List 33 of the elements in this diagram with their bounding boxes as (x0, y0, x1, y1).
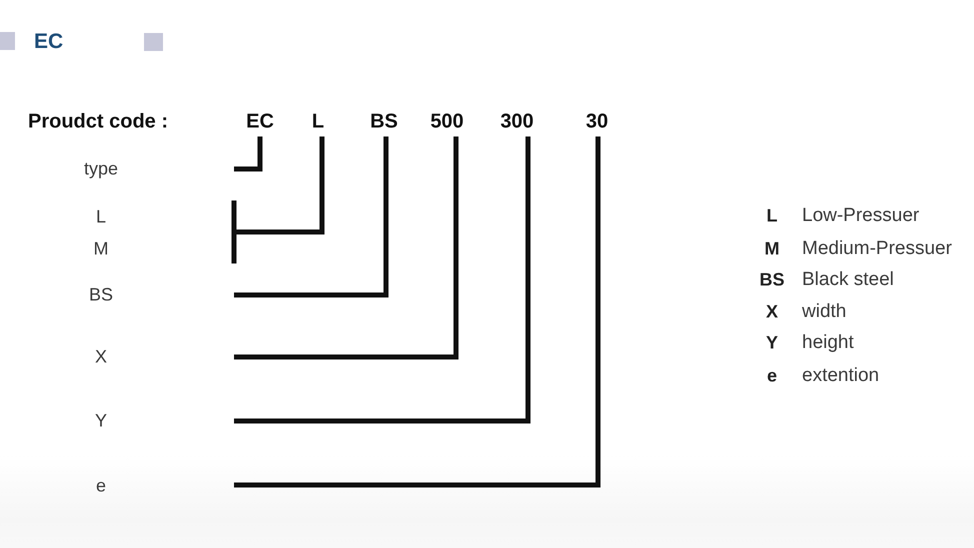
leader-line (232, 136, 324, 264)
field-label: L (96, 206, 106, 228)
leader-line (234, 136, 458, 360)
legend-description: Black steel (802, 269, 894, 291)
code-label: L (312, 110, 324, 134)
leader-line (234, 136, 530, 424)
leader-line (234, 136, 388, 298)
legend-description: width (802, 301, 846, 323)
legend-key: BS (760, 270, 784, 290)
row-heading: Proudct code : (28, 110, 168, 134)
legend-key: L (766, 206, 778, 226)
code-label: 300 (500, 110, 534, 134)
legend-description: extention (802, 365, 880, 387)
legend-key: M (764, 238, 780, 260)
field-label: Y (95, 410, 107, 432)
field-label: type (84, 158, 118, 180)
code-label: 30 (586, 110, 608, 134)
legend-description: height (802, 332, 854, 354)
code-label: 500 (430, 110, 464, 134)
legend-description: Medium-Pressuer (802, 238, 952, 260)
code-label: BS (370, 110, 398, 134)
title: EC (34, 30, 64, 54)
leader-line (234, 136, 262, 172)
legend-key: e (767, 366, 777, 386)
field-label: X (95, 346, 107, 368)
legend-key: X (766, 302, 778, 322)
leader-line (234, 136, 600, 488)
field-label: M (94, 238, 108, 260)
field-label: BS (89, 284, 113, 306)
legend-key: Y (766, 332, 778, 354)
field-label: e (96, 476, 106, 496)
legend-description: Low-Pressuer (802, 205, 920, 227)
code-label: EC (246, 110, 274, 134)
